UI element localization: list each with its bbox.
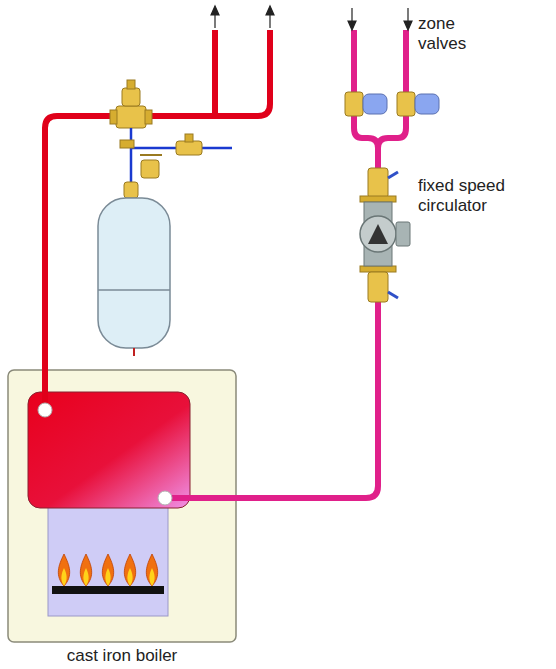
circulator-label: fixed speed circulator [418,176,542,217]
boiler-caption: cast iron boiler [67,646,178,666]
zone-valves-label: zone valves [418,14,480,55]
boiler-cabinet: cast iron boiler [8,370,236,642]
